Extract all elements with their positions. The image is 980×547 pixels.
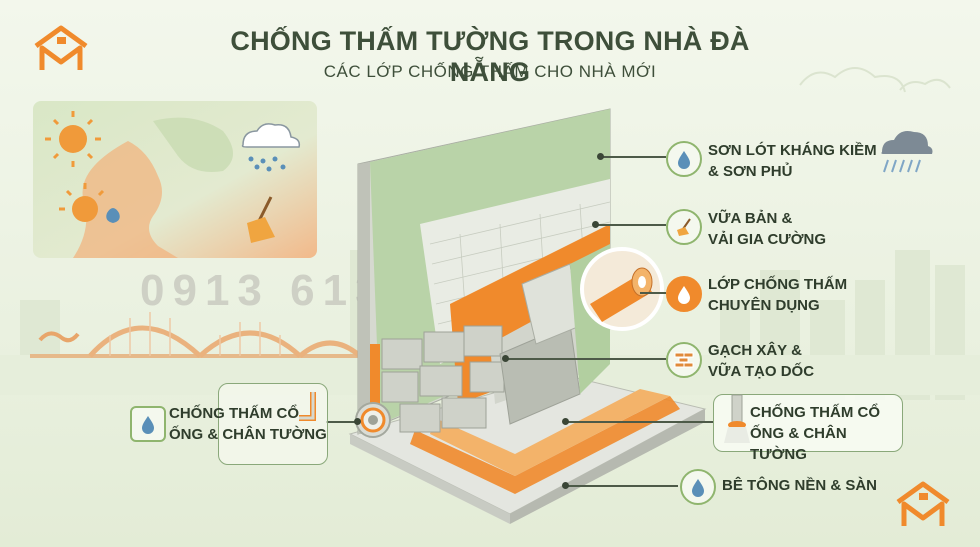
layer-1-label: SƠN LÓT KHÁNG KIỀM& SƠN PHỦ (708, 142, 877, 180)
leader-line-1 (600, 156, 666, 158)
brick-icon (674, 352, 694, 368)
water-drop-icon (678, 286, 690, 304)
magnifier-detail (580, 247, 664, 331)
layer-3-badge (666, 276, 702, 312)
left-callout-badge (130, 406, 166, 442)
leader-line-2 (595, 224, 666, 226)
layer-4-badge (666, 342, 702, 378)
rain-cloud-icon (881, 131, 933, 173)
page-subtitle: CÁC LỚP CHỐNG THẤM CHO NHÀ MỚI (323, 62, 657, 81)
pipe-waterproof-callout-left (218, 383, 328, 465)
wall-cross-section-diagram (348, 108, 707, 524)
water-drop-shield-icon (142, 416, 154, 434)
leader-line-5 (565, 421, 713, 423)
dragon-bridge (30, 312, 362, 358)
leader-dot-left (354, 418, 361, 425)
leader-line-6 (565, 485, 678, 487)
page-title: CHỐNG THẤM TƯỜNG TRONG NHÀ ĐÀ NẴNG (230, 26, 750, 87)
leader-dot-1 (597, 153, 604, 160)
pipe-fitting (355, 402, 391, 438)
logo-house-icon-bottom (896, 481, 950, 526)
layer-2-badge (666, 209, 702, 245)
logo-house-icon (34, 25, 88, 70)
leader-dot-6 (562, 482, 569, 489)
floor-waterproof-layer (410, 396, 680, 494)
layer-5-badge (680, 469, 716, 505)
wall-layers (357, 108, 611, 435)
broom-icon (677, 218, 691, 236)
broom-icon (247, 196, 275, 243)
floor-mortar-layer (430, 389, 670, 476)
pipe-icon (724, 394, 750, 443)
leader-dot-4 (502, 355, 509, 362)
pipe-elbow-icon (299, 392, 316, 421)
weather-map-panel (33, 101, 317, 258)
sun-rain-icon (59, 183, 120, 223)
leader-dot-5 (562, 418, 569, 425)
layer-2-label: VỮA BẢN &VẢI GIA CƯỜNG (708, 210, 827, 248)
rain-cloud-icon (241, 123, 301, 172)
leader-line-4 (505, 358, 666, 360)
water-drop-shield-icon (692, 479, 704, 497)
sun-icon (45, 111, 101, 167)
layer-4-label: GẠCH XÂY &VỮA TẠO DỐC (708, 342, 815, 380)
leader-line-left (326, 421, 356, 423)
layer-1-badge (666, 141, 702, 177)
layer-5-label: BÊ TÔNG NỀN & SÀN (722, 477, 878, 494)
leader-line-3 (640, 292, 666, 294)
water-drop-shield-icon (678, 151, 690, 169)
leader-dot-2 (592, 221, 599, 228)
